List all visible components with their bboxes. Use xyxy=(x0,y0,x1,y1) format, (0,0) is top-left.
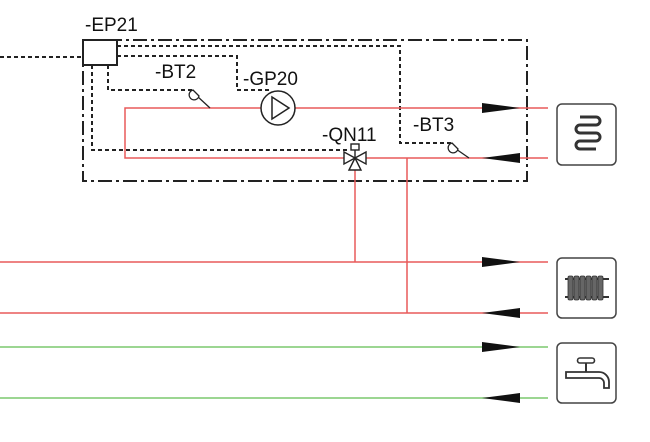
arrow-left xyxy=(482,393,520,403)
heating-pipes xyxy=(0,107,548,314)
flow-arrows xyxy=(482,103,520,403)
pump-label: -GP20 xyxy=(243,69,298,90)
hot-water-pipes xyxy=(0,346,548,399)
sensor-bt3 xyxy=(447,142,470,159)
arrow-left xyxy=(482,308,520,318)
module-boundary xyxy=(82,39,528,182)
sensor-bt2 xyxy=(188,89,211,109)
arrow-left xyxy=(482,153,520,163)
arrow-right xyxy=(482,103,520,113)
controller-ep21 xyxy=(82,39,118,66)
valve-label: -QN11 xyxy=(322,125,377,146)
valve-qn11 xyxy=(343,143,367,171)
hot-water-tap-icon xyxy=(556,342,617,404)
radiator-icon xyxy=(556,257,617,319)
pump-gp20 xyxy=(260,90,296,126)
control-wiring xyxy=(0,45,452,151)
sensor-bt2-label: -BT2 xyxy=(155,62,196,83)
arrow-right xyxy=(482,342,520,352)
arrow-right xyxy=(482,257,520,267)
floor-heating-icon xyxy=(556,103,617,166)
controller-label: -EP21 xyxy=(85,15,138,36)
sensor-bt3-label: -BT3 xyxy=(413,115,454,136)
